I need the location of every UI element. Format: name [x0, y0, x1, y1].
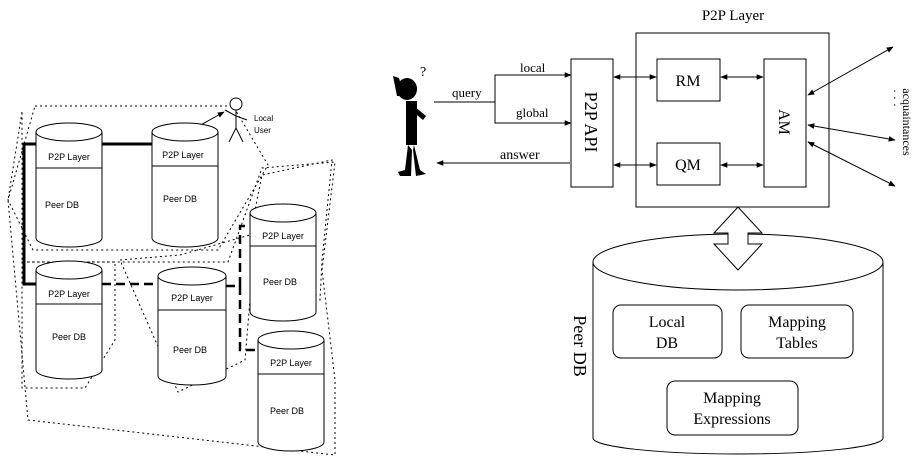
peer-db-label: Peer DB — [263, 277, 297, 287]
peer-node: P2P Layer Peer DB — [35, 122, 103, 248]
p2p-layer-label: P2P Layer — [48, 289, 90, 299]
p2p-layer-label: P2P Layer — [48, 152, 90, 162]
mapping-tables-label: Tables — [776, 335, 818, 352]
peer-group-boundary — [7, 111, 336, 456]
local-user-figure — [224, 97, 248, 143]
peer-link-dashed — [238, 286, 258, 352]
p2p-layer-title: P2P Layer — [702, 8, 764, 24]
peer-node: P2P Layer Peer DB — [257, 330, 325, 452]
peer-db-label: Peer DB — [163, 194, 197, 204]
peer-node: P2P Layer Peer DB — [151, 122, 219, 248]
local-label: local — [520, 60, 546, 75]
query-label: query — [452, 85, 482, 100]
acquaintance-arrow — [807, 141, 896, 187]
rm-label: RM — [676, 73, 701, 90]
acquaintance-arrow — [807, 46, 894, 96]
p2p-layer-label: P2P Layer — [162, 150, 204, 160]
qm-box — [656, 142, 721, 186]
peer-db-label: Peer DB — [52, 332, 86, 342]
local-user-label: Local — [254, 114, 273, 123]
local-query-line — [494, 72, 572, 102]
p2p-layer-label: P2P Layer — [270, 358, 312, 368]
peer-group-boundary — [7, 105, 269, 251]
peer-node: P2P Layer Peer DB — [35, 260, 103, 380]
peer-db-label: Peer DB — [45, 200, 79, 210]
question-mark: ? — [420, 65, 426, 80]
peer-node: P2P Layer Peer DB — [157, 266, 227, 386]
global-label: global — [516, 105, 549, 120]
peer-group-boundary — [21, 261, 116, 389]
peer-network-diagram: Local User P2P Layer Peer DB P2P Layer P… — [7, 97, 336, 456]
local-db-label: Local — [649, 314, 686, 331]
peer-architecture-diagram: ? query local global answer P2P API P2P … — [393, 8, 914, 455]
local-user-label: User — [254, 126, 271, 135]
layer-db-block-arrow — [712, 206, 764, 271]
mapping-expressions-box — [666, 380, 799, 436]
acquaintances-label: acquaintances — [900, 88, 914, 156]
p2p-layer-label: P2P Layer — [171, 293, 213, 303]
qm-label: QM — [675, 157, 701, 174]
am-label: AM — [775, 109, 792, 135]
p2p-layer-label: P2P Layer — [262, 231, 304, 241]
local-db-label: DB — [656, 335, 678, 352]
peer-node: P2P Layer Peer DB — [249, 203, 317, 322]
am-box — [763, 58, 807, 188]
peer-db-label: Peer DB — [270, 406, 304, 416]
mapping-tables-box — [740, 304, 854, 359]
global-query-line — [494, 102, 572, 126]
rm-box — [656, 58, 721, 102]
p2p-api-box — [570, 58, 614, 188]
user-figure — [393, 76, 426, 176]
acquaintance-ellipsis: · · · — [888, 89, 902, 107]
p2p-api-label: P2P API — [581, 92, 601, 153]
mapping-expressions-label: Mapping — [703, 390, 761, 407]
peer-link-solid — [22, 142, 36, 286]
peer-db-label: Peer DB — [570, 315, 590, 377]
local-db-box — [612, 304, 723, 359]
answer-label: answer — [500, 148, 540, 163]
peer-link-dashed — [226, 224, 250, 288]
mapping-expressions-label: Expressions — [693, 411, 770, 428]
acquaintance-arrow — [807, 123, 896, 142]
peer-db-label: Peer DB — [173, 345, 207, 355]
mapping-tables-label: Mapping — [768, 314, 826, 331]
